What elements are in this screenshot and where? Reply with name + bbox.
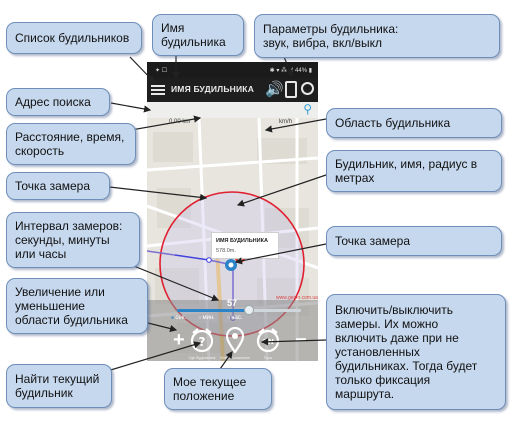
callout-measure-point-right-text: Точка замера — [335, 234, 411, 248]
callout-toggle-line: только фиксация — [335, 373, 431, 387]
callout-zone: Область будильника — [326, 108, 502, 138]
callout-distance-time-speed: Расстояние, время, скорость — [6, 123, 136, 165]
control-panel: 57 сек. мин. час. + ? Где будильник Мое … — [147, 298, 318, 361]
callout-search-address: Адрес поиска — [6, 88, 110, 116]
callout-alarm-marker-line: Будильник, имя, радиус в — [335, 157, 478, 171]
callout-toggle-line: будильниках. Тогда будет — [335, 359, 478, 373]
alarm-title: ИМЯ БУДИЛЬНИКА — [171, 84, 255, 94]
callout-measure-point-right: Точка замера — [326, 226, 502, 256]
zoom-in-button[interactable]: + — [173, 329, 185, 351]
callout-search-address-text: Адрес поиска — [15, 95, 91, 109]
callout-interval: Интервал замеров: секунды, минуты или ча… — [6, 212, 140, 268]
callout-my-position: Мое текущее положение — [164, 368, 272, 410]
unit-hours[interactable]: час. — [227, 315, 242, 321]
alarm-popup[interactable]: ИМЯ БУДИЛЬНИКА 578.0m. — [211, 232, 279, 259]
callout-alarm-list: Список будильников — [6, 22, 142, 54]
callout-toggle-line: маршрута. — [335, 387, 395, 401]
speed-unit: km/h — [279, 119, 293, 125]
status-left: ✦ ☐ — [155, 67, 168, 74]
find-alarm-caption: Где будильник — [188, 355, 216, 360]
callout-alarm-name-line: будильника — [161, 35, 226, 49]
interval-units: сек. мин. час. — [171, 315, 242, 321]
status-bar: ✦ ☐ ✱ ▾ ⁂ .ıl 44% ▮ — [147, 62, 318, 78]
watermark: www.geoin.com.ua — [276, 295, 318, 301]
callout-alarm-name-line: Имя — [161, 21, 185, 35]
scale-bar: 0,00 km km/h — [147, 118, 318, 130]
callout-interval-line: Интервал замеров: — [15, 219, 123, 233]
on-label: ON — [262, 338, 274, 346]
alarm-clock-on-icon: ON — [256, 328, 280, 353]
status-right: ✱ ▾ ⁂ .ıl 44% ▮ — [269, 67, 312, 74]
callout-alarm-name: Имя будильника — [152, 14, 244, 56]
callout-toggle-line: включить даже при не — [335, 331, 459, 345]
callout-find-alarm-line: Найти текущий — [15, 372, 100, 386]
hamburger-menu-icon[interactable] — [151, 83, 165, 96]
callout-my-position-line: Мое текущее — [173, 375, 247, 389]
alarm-clock-question-icon: ? — [190, 328, 214, 353]
phone-screen: ✦ ☐ ✱ ▾ ⁂ .ıl 44% ▮ ИМЯ БУДИЛЬНИКА 🔊 ⚲ 0… — [147, 62, 318, 361]
my-location-button[interactable]: Мое положение — [220, 326, 250, 360]
callout-alarm-marker-line: метрах — [335, 171, 375, 185]
callout-alarm-params-line: Параметры будильника: — [263, 22, 399, 36]
callout-toggle-measurements: Включить/выключить замеры. Их можно вклю… — [326, 294, 506, 410]
callout-dts-line: скорость — [15, 144, 65, 158]
action-bar: ИМЯ БУДИЛЬНИКА 🔊 — [147, 78, 318, 102]
start-caption: Пуск — [263, 355, 273, 360]
target-icon[interactable] — [301, 82, 314, 95]
interval-slider-fill — [177, 309, 249, 312]
callout-zoom-line: Увеличение или — [15, 285, 105, 299]
callout-zoom-line: уменьшение — [15, 299, 85, 313]
zoom-out-button[interactable]: − — [295, 329, 307, 351]
callout-find-alarm-line: будильник — [15, 386, 73, 400]
callout-my-position-line: положение — [173, 389, 235, 403]
callout-zone-text: Область будильника — [335, 116, 451, 130]
callout-measure-point-left-text: Точка замера — [15, 179, 91, 193]
location-pin-icon — [225, 326, 245, 354]
my-location-caption: Мое положение — [220, 355, 250, 360]
find-alarm-button[interactable]: ? Где будильник — [189, 327, 215, 360]
unit-minutes[interactable]: мин. — [198, 315, 214, 321]
callout-interval-line: секунды, минуты — [15, 233, 110, 247]
callout-measure-point-left: Точка замера — [6, 172, 110, 200]
interval-slider-knob[interactable] — [243, 305, 254, 315]
callout-zoom: Увеличение или уменьшение области будиль… — [6, 278, 148, 334]
callout-alarm-list-text: Список будильников — [15, 31, 130, 45]
popup-alarm-name: ИМЯ БУДИЛЬНИКА — [216, 238, 268, 244]
callout-alarm-marker: Будильник, имя, радиус в метрах — [326, 150, 502, 192]
callout-dts-line: Расстояние, время, — [15, 130, 125, 144]
callout-toggle-line: замеры. Их можно — [335, 317, 439, 331]
callout-toggle-line: Включить/выключить — [335, 303, 453, 317]
callout-alarm-params-line: звук, вибра, вкл/выкл — [263, 36, 382, 50]
callout-alarm-params: Параметры будильника: звук, вибра, вкл/в… — [254, 14, 500, 58]
phone-settings-icon[interactable] — [285, 81, 297, 98]
start-measuring-button[interactable]: ON Пуск — [255, 327, 281, 360]
svg-text:?: ? — [199, 335, 206, 349]
distance-readout: 0,00 km — [169, 119, 191, 125]
callout-zoom-line: области будильника — [15, 313, 128, 327]
interval-value: 57 — [227, 298, 238, 308]
callout-interval-line: или часы — [15, 247, 67, 261]
speaker-icon[interactable]: 🔊 — [265, 81, 284, 98]
interval-slider[interactable] — [177, 305, 301, 315]
callout-toggle-line: установленных — [335, 345, 420, 359]
search-bar[interactable]: ⚲ — [147, 102, 318, 118]
popup-radius: 578.0m. — [216, 248, 236, 254]
magnifier-icon[interactable]: ⚲ — [303, 102, 312, 116]
unit-seconds[interactable]: сек. — [171, 315, 186, 321]
callout-find-alarm: Найти текущий будильник — [6, 364, 112, 408]
